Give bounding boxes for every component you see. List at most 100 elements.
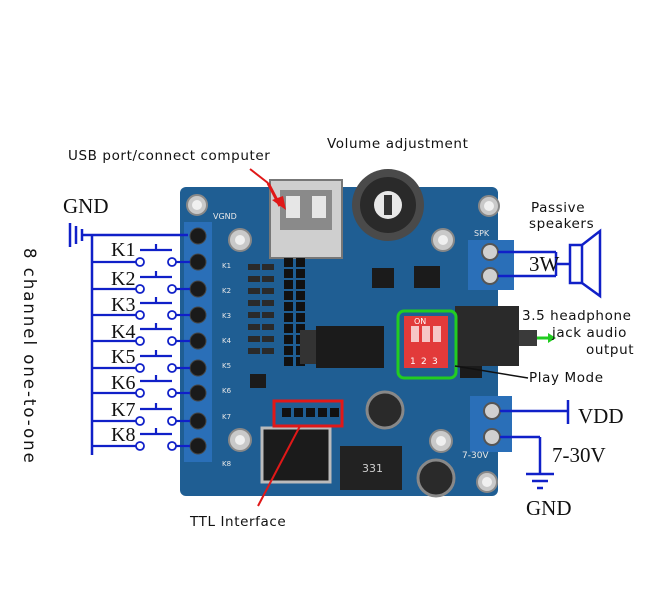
key-label-k3: K3: [111, 294, 136, 316]
speaker-watt-label: 3W: [529, 252, 560, 276]
key-contact: [167, 388, 177, 398]
volume-label: Volume adjustment: [327, 136, 469, 152]
header-pin: [284, 357, 293, 366]
usb-label: USB port/connect computer: [68, 148, 271, 164]
key-contact: [167, 441, 177, 451]
headphone-arrow: [548, 333, 556, 343]
key-contact: [167, 416, 177, 426]
silk-k-label: K3: [222, 312, 231, 320]
silk-inductor: 331: [362, 462, 383, 475]
header-pin: [296, 302, 305, 311]
key-label-k4: K4: [111, 321, 136, 343]
silk-vgnd: VGND: [213, 212, 237, 221]
dip-number-3: 3: [432, 357, 438, 367]
header-pin: [296, 258, 305, 267]
resistor: [248, 276, 260, 282]
silk-k-label: K2: [222, 287, 231, 295]
silk-spk: SPK: [474, 229, 490, 238]
header-pin: [296, 324, 305, 333]
terminal-screw: [189, 412, 207, 430]
play-mode-pointer: [454, 365, 529, 379]
key-label-k1: K1: [111, 239, 136, 261]
ttl-pin: [282, 408, 291, 417]
header-pin: [296, 291, 305, 300]
key-contact: [135, 416, 145, 426]
silk-on: ON: [414, 317, 426, 326]
header-pin: [284, 324, 293, 333]
resistor: [248, 264, 260, 270]
gnd-symbol-bottom: [526, 472, 554, 490]
resistor: [248, 288, 260, 294]
terminal-screw: [189, 253, 207, 271]
resistor: [248, 348, 260, 354]
gnd-top-label: GND: [63, 194, 109, 218]
header-pin: [284, 302, 293, 311]
dip-number-1: 1: [410, 357, 416, 367]
capacitor: [365, 390, 405, 430]
resistor: [262, 312, 274, 318]
key-label-k6: K6: [111, 372, 136, 394]
header-pin: [296, 280, 305, 289]
silk-k-label: K5: [222, 362, 231, 370]
resistor: [262, 336, 274, 342]
resistor: [262, 264, 274, 270]
key-contact: [135, 388, 145, 398]
terminal-screw: [189, 306, 207, 324]
key-contact: [135, 310, 145, 320]
key-contact: [167, 336, 177, 346]
resistor: [262, 276, 274, 282]
regulator: [260, 426, 332, 484]
headphone-jack: [455, 306, 519, 366]
header-pin: [284, 335, 293, 344]
voltage-label: 7-30V: [552, 443, 606, 467]
resistor: [262, 348, 274, 354]
dip-switch: [404, 316, 448, 368]
key-contact: [167, 257, 177, 267]
header-pin: [284, 346, 293, 355]
vdd-label: VDD: [578, 404, 624, 428]
play-mode-label: Play Mode: [529, 370, 604, 386]
key-contact: [135, 284, 145, 294]
inductor: [340, 446, 402, 490]
terminal-screw: [189, 227, 207, 245]
usb-port: [269, 179, 343, 259]
ttl-pointer: [257, 425, 301, 507]
header-pin: [284, 269, 293, 278]
resistor-array: [248, 264, 274, 354]
key-contact: [167, 363, 177, 373]
terminal-screw: [189, 384, 207, 402]
resistor: [262, 300, 274, 306]
passive-label-line1: Passive: [531, 200, 586, 216]
resistor: [262, 288, 274, 294]
header-pin: [296, 313, 305, 322]
power-wiring: [500, 400, 570, 474]
ttl-pin: [306, 408, 315, 417]
resistor: [262, 324, 274, 330]
resistor: [248, 300, 260, 306]
ttl-highlight: [272, 399, 344, 428]
ttl-pins: [282, 408, 339, 417]
ttl-pin: [294, 408, 303, 417]
silk-k-label: K7: [222, 413, 231, 421]
silk-k-label: K6: [222, 387, 232, 395]
ttl-pin: [330, 408, 339, 417]
ttl-label: TTL Interface: [190, 514, 287, 530]
key-contact: [167, 310, 177, 320]
key-contact: [135, 363, 145, 373]
passive-label-line2: speakers: [529, 216, 595, 232]
resistor: [248, 312, 260, 318]
silk-volt: 7-30V: [462, 451, 489, 461]
dip-highlight: [396, 309, 458, 380]
ttl-pin: [318, 408, 327, 417]
headphone-label-line2: jack audio: [552, 325, 627, 341]
volume-potentiometer: [352, 169, 424, 241]
key-contact: [135, 441, 145, 451]
key-label-k7: K7: [111, 399, 136, 421]
speaker-wiring: [498, 228, 602, 299]
key-label-k8: K8: [111, 424, 136, 446]
header-pin: [284, 280, 293, 289]
header-pin: [284, 313, 293, 322]
header-pin: [296, 269, 305, 278]
